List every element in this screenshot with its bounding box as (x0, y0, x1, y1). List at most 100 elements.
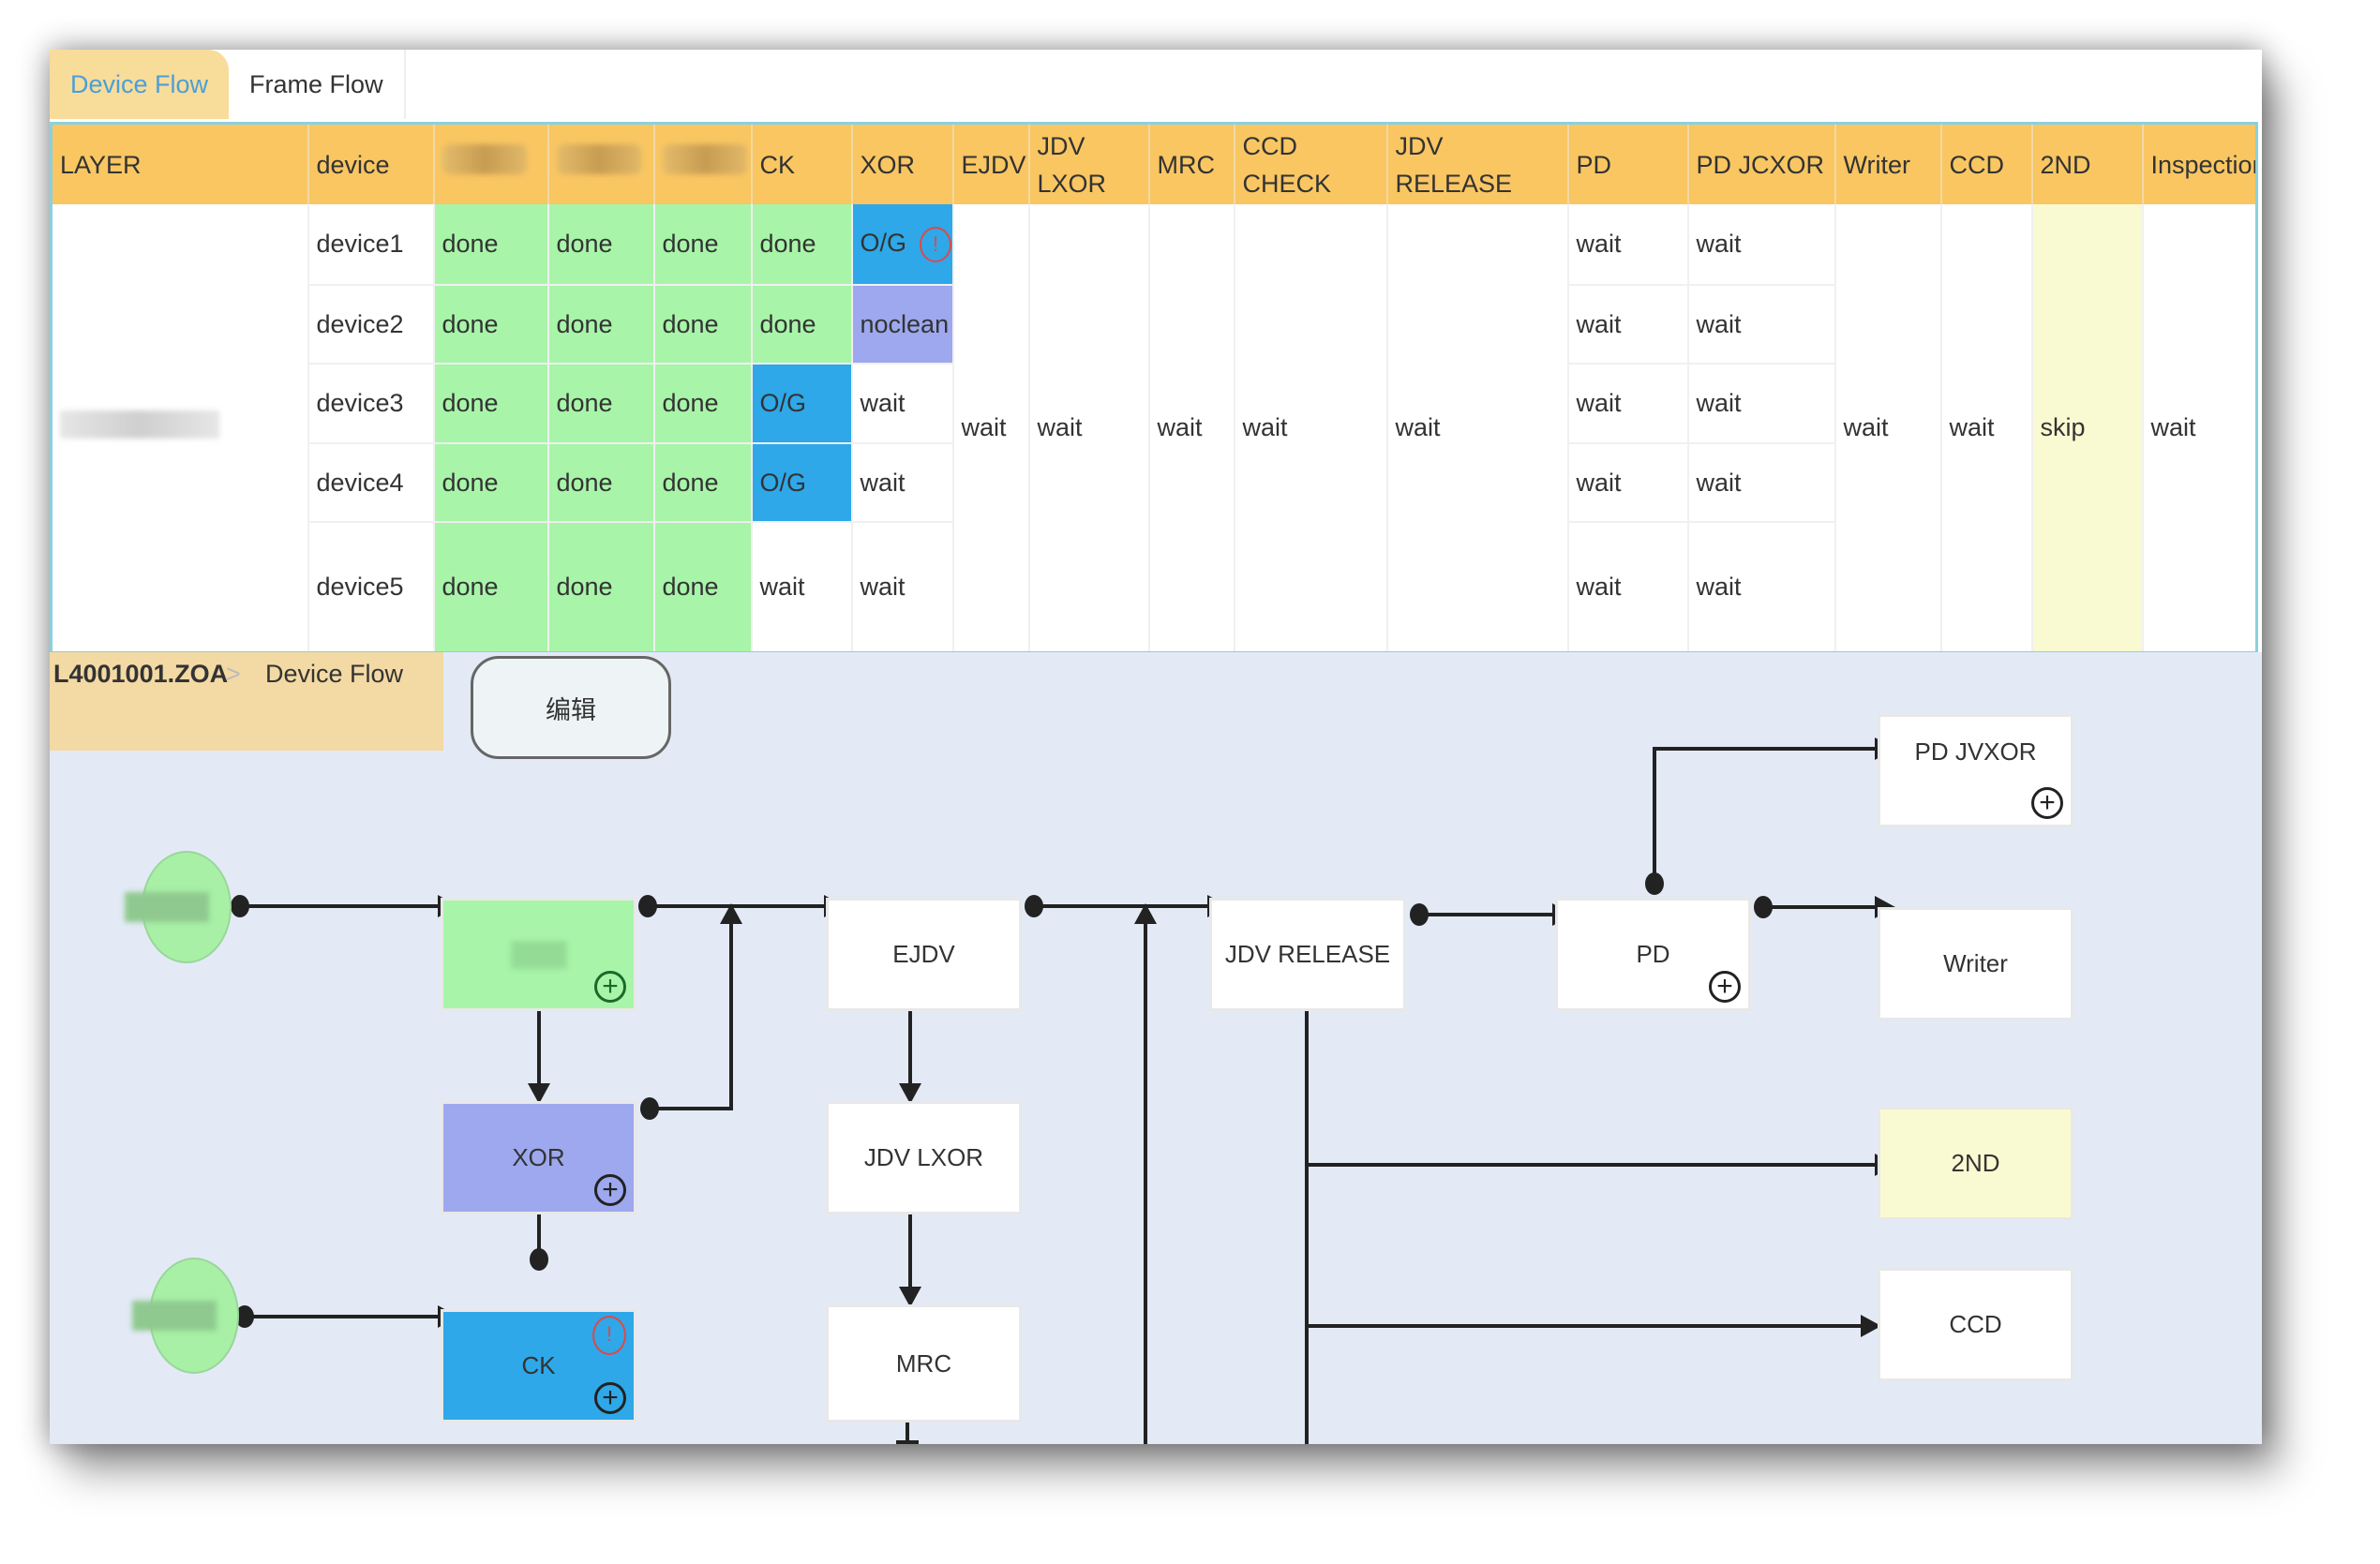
start-node-label-blurred (132, 1301, 217, 1331)
status-cell: done (433, 443, 549, 523)
status-cell: wait (1567, 443, 1689, 523)
edge-xor-to-ejdv (650, 924, 733, 1110)
node-label: MRC (895, 1348, 952, 1378)
column-header (547, 123, 655, 204)
status-cell: done (653, 443, 753, 523)
node-label: EJDV (892, 940, 955, 968)
alert-icon[interactable]: ! (592, 1316, 626, 1355)
merged-status-cell: wait (1148, 204, 1235, 653)
status-cell: wait (1687, 204, 1836, 286)
merged-status-cell: wait (1386, 204, 1569, 653)
device-cell: device4 (307, 443, 435, 523)
add-plus-icon[interactable]: + (594, 971, 626, 1003)
status-cell: wait (1687, 443, 1836, 523)
tab-frame-flow[interactable]: Frame Flow (229, 50, 406, 119)
breadcrumb-separator-icon: > (226, 660, 241, 688)
node-pd-jvxor[interactable]: PD JVXOR + (1878, 714, 2073, 827)
node-label: Writer (1943, 949, 2008, 977)
merged-status-cell: wait (1940, 204, 2033, 653)
add-plus-icon[interactable]: + (1709, 971, 1741, 1003)
breadcrumb-current: Device Flow (265, 660, 404, 688)
status-cell: done (433, 364, 549, 444)
node-xor[interactable]: XOR + (441, 1101, 636, 1214)
node-2nd[interactable]: 2ND (1878, 1107, 2073, 1220)
column-header: PD JCXOR (1687, 123, 1836, 204)
column-header: XOR (851, 123, 954, 204)
status-cell: done (433, 285, 549, 365)
flow-diagram: L4001001.ZOA > Device Flow 编辑 (50, 652, 2262, 1444)
status-cell: wait (851, 364, 954, 444)
status-cell: done (653, 285, 753, 365)
merged-status-cell: wait (1234, 204, 1388, 653)
status-cell: O/G (751, 443, 853, 523)
add-plus-icon[interactable]: + (594, 1382, 626, 1414)
column-header: device (307, 123, 435, 204)
status-cell: done (653, 204, 753, 286)
status-cell: noclean (851, 285, 954, 365)
column-header: EJDV (952, 123, 1030, 204)
start-node-1[interactable] (125, 851, 232, 963)
status-cell: wait (1567, 204, 1689, 286)
column-header: PD (1567, 123, 1689, 204)
start-node-2[interactable] (132, 1258, 239, 1374)
node-pd[interactable]: PD + (1555, 898, 1751, 1011)
column-header: CCD CHECK (1234, 123, 1388, 204)
blurred-header (442, 144, 527, 174)
status-cell: done (653, 522, 753, 653)
node-label: PD JVXOR (1914, 737, 2037, 766)
column-header: CK (751, 123, 853, 204)
column-header: JDV LXOR (1028, 123, 1150, 204)
merged-status-cell: wait (952, 204, 1030, 653)
node-ck[interactable]: CK ! + (441, 1309, 636, 1422)
node-jdv-release[interactable]: JDV RELEASE (1209, 898, 1406, 1011)
node-label: JDV RELEASE (1224, 940, 1391, 968)
merged-status-cell: wait (1028, 204, 1150, 653)
column-header (653, 123, 753, 204)
status-cell: done (433, 522, 549, 653)
status-cell: done (547, 443, 655, 523)
tab-device-flow[interactable]: Device Flow (50, 50, 230, 119)
node-mrc[interactable]: MRC (826, 1304, 1022, 1422)
node-writer[interactable]: Writer (1878, 907, 2073, 1020)
arrowheads (438, 737, 1895, 1444)
node-label-blurred (510, 940, 567, 969)
merged-status-cell: wait (1834, 204, 1942, 653)
status-cell: done (653, 364, 753, 444)
blurred-header (662, 144, 747, 174)
status-cell: wait (851, 443, 954, 523)
status-cell: wait (1567, 364, 1689, 444)
device-cell: device5 (307, 522, 435, 653)
add-plus-icon[interactable]: + (594, 1174, 626, 1206)
breadcrumb: L4001001.ZOA > Device Flow (50, 652, 443, 751)
alert-icon[interactable]: ! (920, 226, 952, 262)
blurred-header (556, 144, 641, 174)
column-header: Writer (1834, 123, 1942, 204)
column-header: LAYER (51, 123, 309, 204)
column-header: JDV RELEASE (1386, 123, 1569, 204)
add-plus-icon[interactable]: + (2031, 787, 2063, 819)
column-header: MRC (1148, 123, 1235, 204)
node-blurred-step[interactable]: + (441, 898, 636, 1011)
node-ccd[interactable]: CCD (1878, 1268, 2073, 1381)
breadcrumb-root[interactable]: L4001001.ZOA (53, 660, 229, 688)
node-ejdv[interactable]: EJDV (826, 898, 1022, 1011)
node-jdv-lxor[interactable]: JDV LXOR (826, 1101, 1022, 1214)
status-cell: O/G! (851, 204, 954, 286)
status-cell: done (547, 285, 655, 365)
device-cell: device3 (307, 364, 435, 444)
node-label: CK (521, 1351, 556, 1379)
edit-button[interactable]: 编辑 (471, 656, 671, 759)
node-label: XOR (512, 1143, 565, 1171)
status-cell: done (547, 364, 655, 444)
node-label: JDV LXOR (863, 1143, 984, 1171)
tab-bar: Device Flow Frame Flow (50, 50, 406, 119)
column-header: 2ND (2031, 123, 2144, 204)
status-cell: wait (1687, 364, 1836, 444)
status-cell: done (547, 204, 655, 286)
